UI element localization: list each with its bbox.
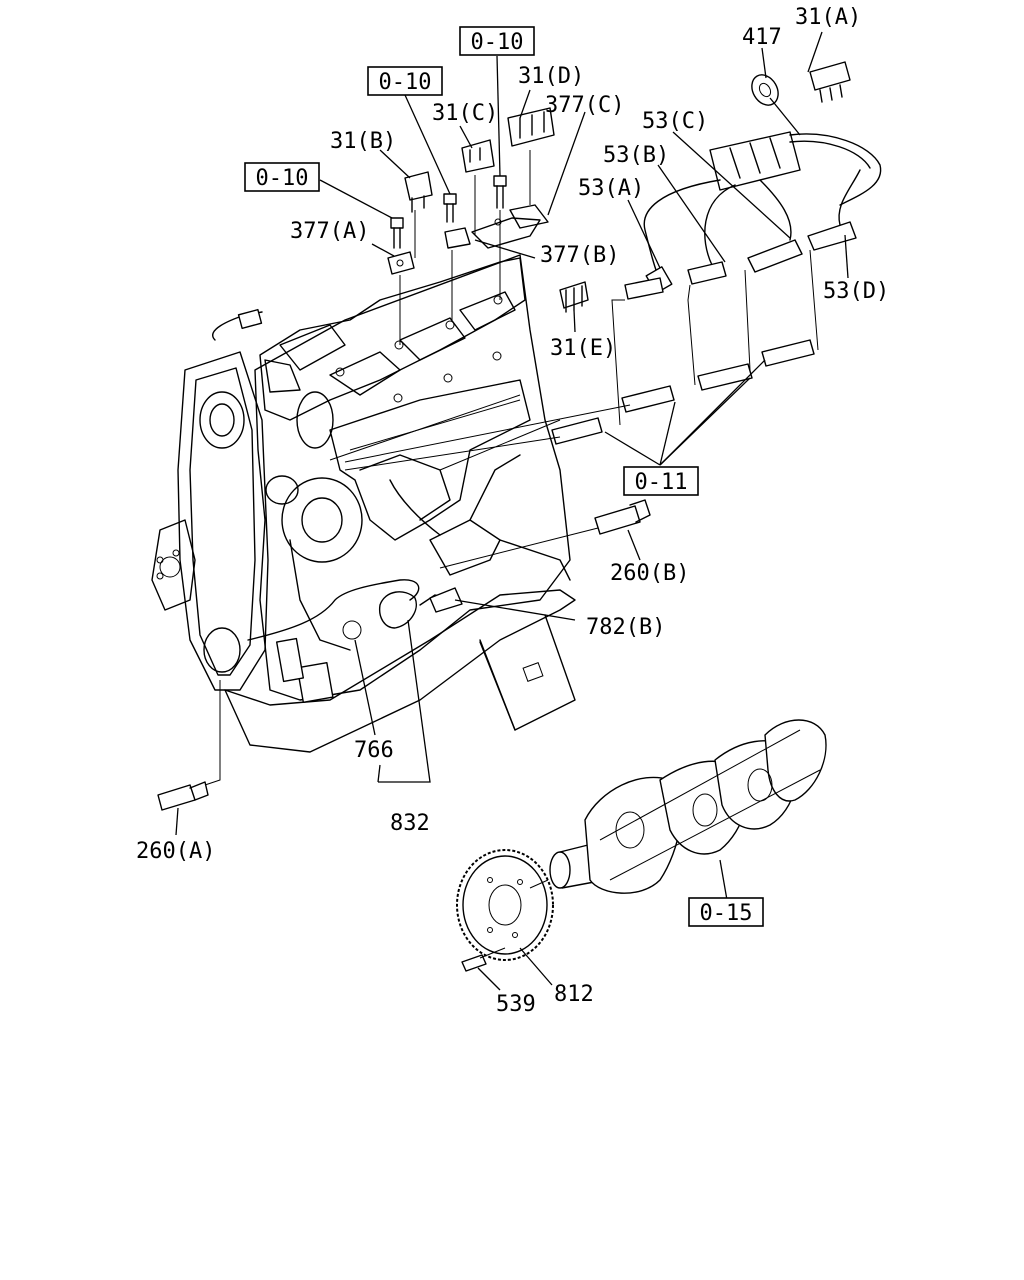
- label-782b: 782(B): [586, 615, 665, 640]
- reluctor-wheel-drawing: [456, 849, 554, 972]
- label-53a: 53(A): [578, 176, 644, 201]
- label-53c: 53(C): [642, 109, 708, 134]
- ref-label-010-mid: 0-10: [379, 70, 432, 95]
- label-31b: 31(B): [330, 129, 396, 154]
- crankshaft-drawing: [549, 719, 827, 894]
- label-260a: 260(A): [136, 839, 215, 864]
- ref-box-010-top[interactable]: 0-10: [459, 26, 535, 56]
- top-fasteners: [387, 107, 589, 345]
- ref-label-015: 0-15: [700, 901, 753, 926]
- label-31d: 31(D): [518, 64, 584, 89]
- sensors: [157, 499, 651, 811]
- engine-block-drawing: [151, 254, 576, 753]
- ignition-wires: [344, 61, 882, 471]
- label-417: 417: [742, 25, 782, 50]
- ref-label-010-left: 0-10: [256, 166, 309, 191]
- label-31c: 31(C): [432, 101, 498, 126]
- leader-lines: [175, 31, 849, 991]
- ref-box-011[interactable]: 0-11: [623, 466, 699, 496]
- ref-box-010-left[interactable]: 0-10: [244, 162, 320, 192]
- label-53d: 53(D): [823, 279, 889, 304]
- ref-label-010-top: 0-10: [471, 30, 524, 55]
- label-766: 766: [354, 738, 394, 763]
- label-377c: 377(C): [545, 93, 624, 118]
- part-labels: 31(A) 417 31(D) 377(C) 31(C) 31(B) 53(C)…: [136, 5, 889, 1017]
- label-31a: 31(A): [795, 5, 861, 30]
- ref-box-010-mid[interactable]: 0-10: [367, 66, 443, 96]
- label-832: 832: [390, 811, 430, 836]
- label-53b: 53(B): [603, 143, 669, 168]
- label-260b: 260(B): [610, 561, 689, 586]
- label-377a: 377(A): [290, 219, 369, 244]
- label-539: 539: [496, 992, 536, 1017]
- ref-box-015[interactable]: 0-15: [688, 897, 764, 927]
- label-377b: 377(B): [540, 243, 619, 268]
- label-31e: 31(E): [550, 336, 616, 361]
- ref-label-011: 0-11: [635, 470, 688, 495]
- label-812: 812: [554, 982, 594, 1007]
